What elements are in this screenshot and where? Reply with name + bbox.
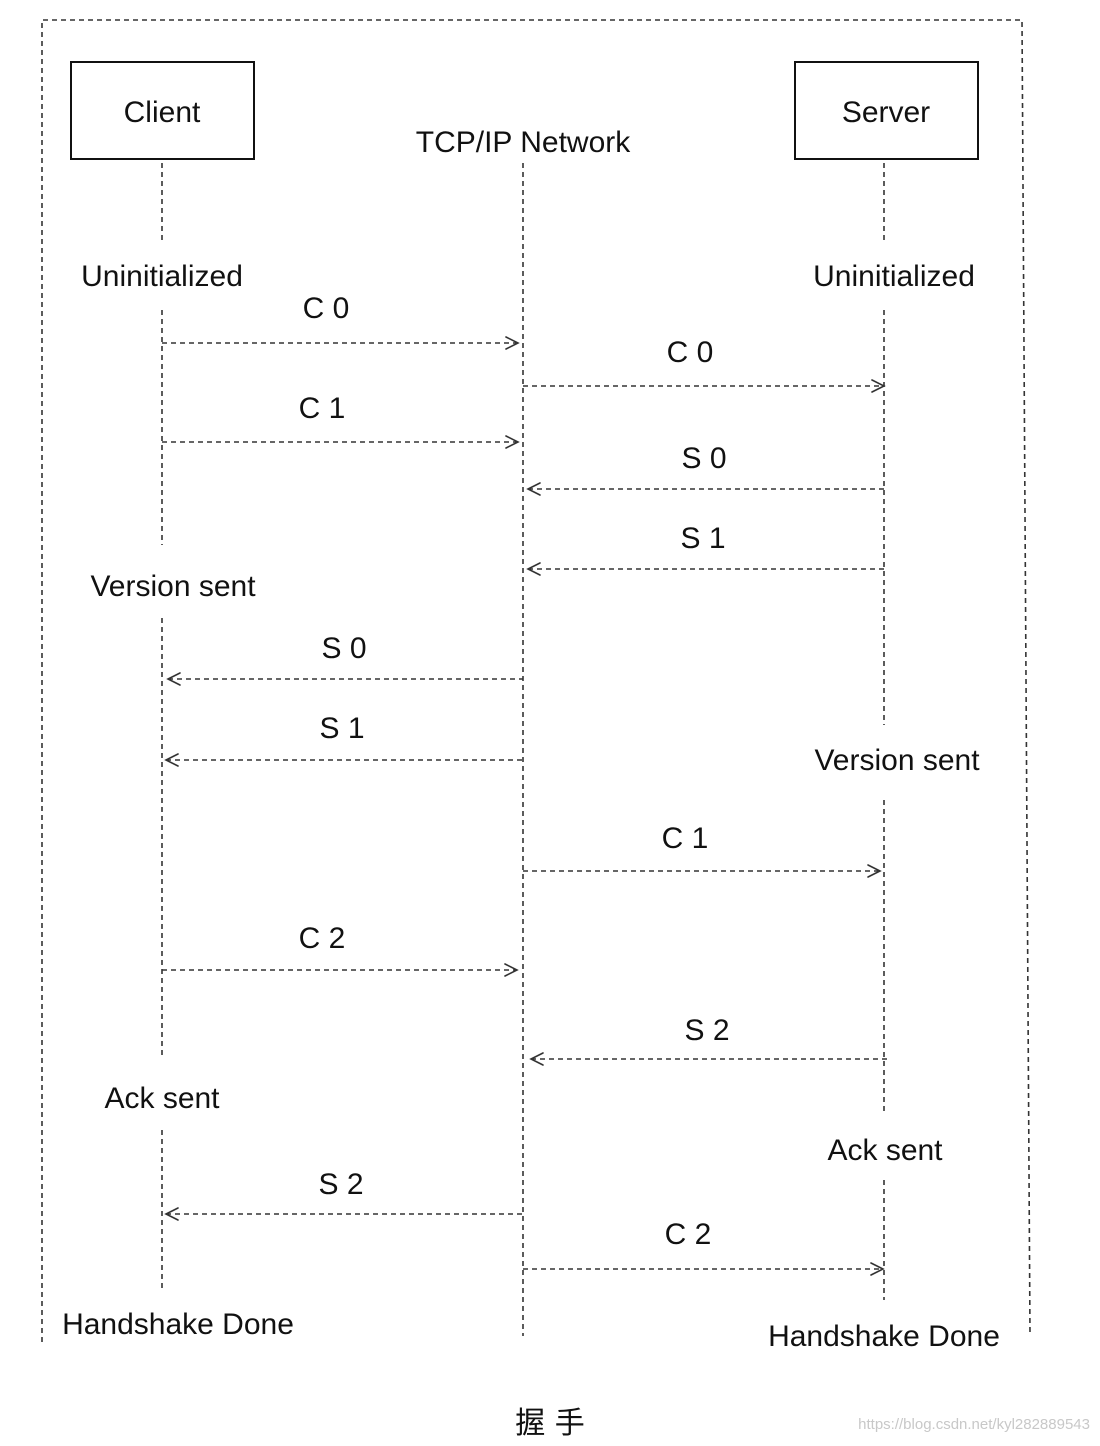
message-arrow: S 0: [166, 632, 523, 686]
watermark: https://blog.csdn.net/kyl282889543: [858, 1416, 1090, 1433]
message-arrow: S 1: [164, 712, 523, 767]
server-state-version-sent: Version sent: [814, 744, 980, 777]
message-label: S 2: [684, 1014, 729, 1047]
client-label: Client: [124, 96, 201, 129]
message-label: C 0: [667, 336, 714, 369]
server-state-uninitialized: Uninitialized: [813, 260, 975, 293]
message-arrow: C 1: [523, 822, 882, 878]
server-label: Server: [842, 96, 930, 129]
message-label: C 1: [299, 392, 346, 425]
server-state-ack-sent: Ack sent: [827, 1134, 943, 1167]
message-arrow: C 0: [162, 292, 520, 350]
network-label: TCP/IP Network: [416, 126, 631, 159]
message-label: C 0: [303, 292, 350, 325]
message-arrow: C 2: [523, 1218, 885, 1276]
message-label: C 2: [299, 922, 346, 955]
message-arrow: C 0: [523, 336, 886, 393]
message-label: S 2: [318, 1168, 363, 1201]
server-box: [794, 61, 979, 160]
message-arrow: S 2: [164, 1168, 523, 1221]
client-state-ack-sent: Ack sent: [104, 1082, 220, 1115]
message-arrow: C 1: [162, 392, 520, 449]
message-label: S 0: [681, 442, 726, 475]
message-label: C 2: [665, 1218, 712, 1251]
message-arrow: C 2: [162, 922, 519, 977]
outer-frame: [41, 19, 1031, 1342]
message-arrow: S 1: [526, 522, 884, 576]
message-arrow: S 2: [529, 1014, 888, 1066]
message-label: C 1: [662, 822, 709, 855]
message-label: S 0: [321, 632, 366, 665]
message-label: S 1: [319, 712, 364, 745]
diagram-caption: 握 手: [515, 1406, 585, 1441]
client-state-handshake-done: Handshake Done: [62, 1308, 294, 1341]
message-label: S 1: [680, 522, 725, 555]
message-arrow: S 0: [526, 442, 884, 496]
client-state-uninitialized: Uninitialized: [81, 260, 243, 293]
client-box: [70, 61, 255, 160]
server-state-handshake-done: Handshake Done: [768, 1320, 1000, 1353]
client-state-version-sent: Version sent: [90, 570, 256, 603]
